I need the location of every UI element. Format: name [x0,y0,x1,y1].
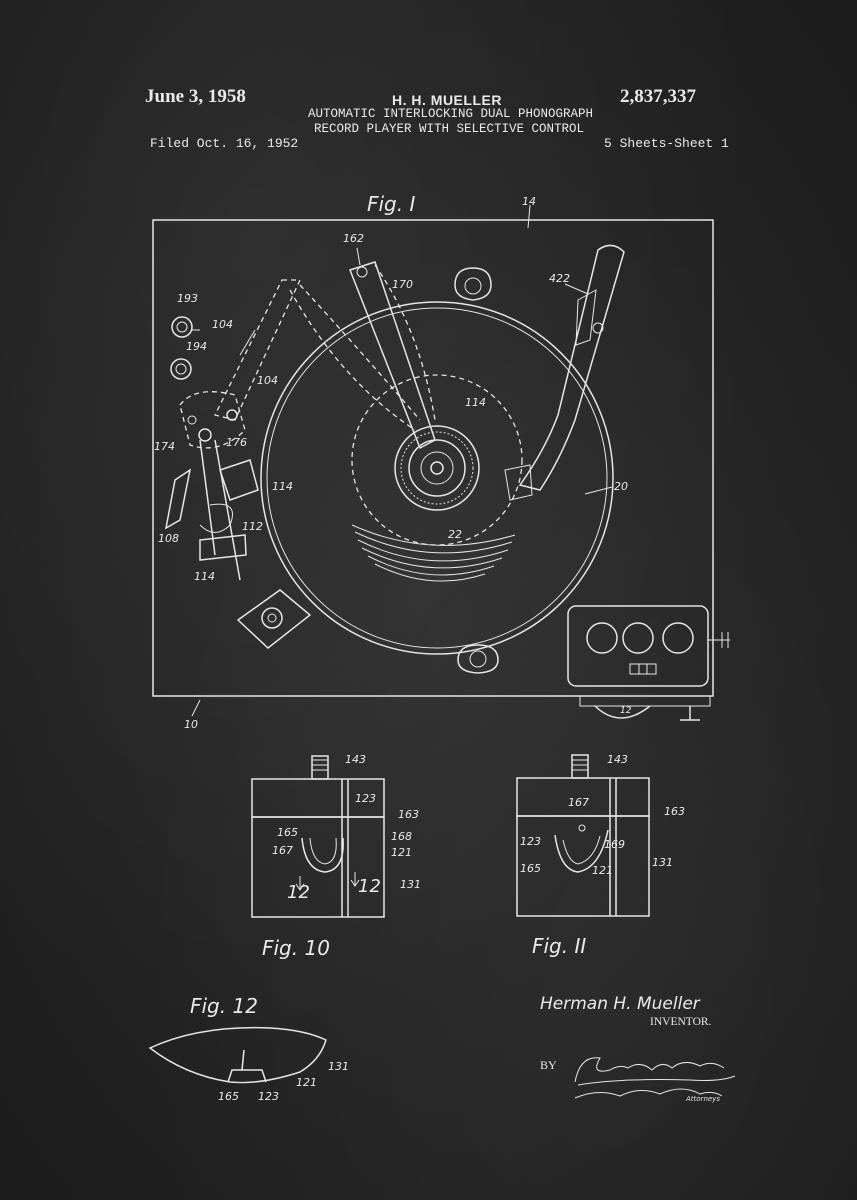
fig10-label: Fig. 10 [262,936,330,960]
ref-label: 12 [620,706,632,716]
platter-bottom-tab [457,644,499,674]
ref-label: 114 [272,480,293,493]
control-knob-right [662,622,694,654]
ref-label: 104 [257,374,278,387]
patent-date: June 3, 1958 [145,86,246,107]
svg-text:Attorneys: Attorneys [685,1095,720,1103]
patent-title-line1: AUTOMATIC INTERLOCKING DUAL PHONOGRAPH [308,107,594,121]
ref-label: 108 [158,532,179,545]
record-grooves [351,524,516,582]
spindle-hub [394,425,480,511]
ref-label: 114 [194,570,215,583]
ref-label: 121 [592,864,613,877]
patent-number: 2,837,337 [620,86,696,107]
ref-label: 168 [391,830,412,843]
ref-label: 22 [448,528,462,541]
ref-label: 193 [177,292,198,305]
ref-label: 114 [465,396,486,409]
ref-label: 143 [607,753,628,766]
knob-193 [171,316,193,338]
ref-label: 131 [652,856,673,869]
ref-label: 123 [520,835,541,848]
control-box [567,605,730,687]
fig1-label: Fig. I [367,192,416,216]
ref-label: 112 [242,520,263,533]
ref-label: 167 [272,844,293,857]
section-mark-12: 12 [358,876,381,897]
ref-label: 20 [614,480,628,493]
turntable-platter [260,301,614,655]
fig10-drawing [251,755,385,918]
inventor-name-header: H. H. MUELLER [392,92,502,108]
control-knob-left [586,622,618,654]
ref-label: 165 [277,826,298,839]
linkage-mechanism [164,391,259,581]
filed-date: Filed Oct. 16, 1952 [150,136,299,151]
ref-label: 121 [391,846,412,859]
section-mark-12: 12 [287,882,310,903]
fig11-drawing [516,754,650,917]
ref-label: 169 [604,838,625,851]
ref-label: 163 [664,805,685,818]
ref-label: 176 [226,436,247,449]
ref-label: 165 [218,1090,239,1103]
ref-label: 167 [568,796,589,809]
ref-label: 104 [212,318,233,331]
fig11-label: Fig. II [532,934,587,958]
ref-label: 162 [343,232,364,245]
ref-label: 10 [184,718,198,731]
ref-label: 131 [400,878,421,891]
ref-label: 143 [345,753,366,766]
fig12-label: Fig. 12 [190,994,258,1018]
platter-top-tab [454,267,492,301]
sheet-count: 5 Sheets-Sheet 1 [604,136,729,151]
patent-title-line2: RECORD PLAYER WITH SELECTIVE CONTROL [314,122,585,136]
ref-label: 165 [520,862,541,875]
fig1-drawing [152,204,730,721]
ref-label: 14 [522,195,536,208]
ref-label: 422 [549,272,570,285]
knob-194 [170,358,192,380]
cartridge-mount [236,589,312,649]
ref-label: 174 [154,440,175,453]
left-tone-arm [349,261,436,450]
ref-label: 123 [258,1090,279,1103]
attorney-signature: Attorneys [574,1057,736,1103]
ref-label: 121 [296,1076,317,1089]
control-knob-middle [622,622,654,654]
ref-label: 131 [328,1060,349,1073]
ref-label: 163 [398,808,419,821]
inventor-signature-name: Herman H. Mueller [540,994,700,1014]
cabinet-outline [152,219,714,697]
by-label: BY [540,1058,557,1072]
ref-label: 123 [355,792,376,805]
ref-label: 194 [186,340,207,353]
right-tone-arm [504,244,625,501]
fig12-drawing [148,1026,327,1084]
inventor-label: INVENTOR. [650,1016,712,1028]
ref-label: 170 [392,278,413,291]
